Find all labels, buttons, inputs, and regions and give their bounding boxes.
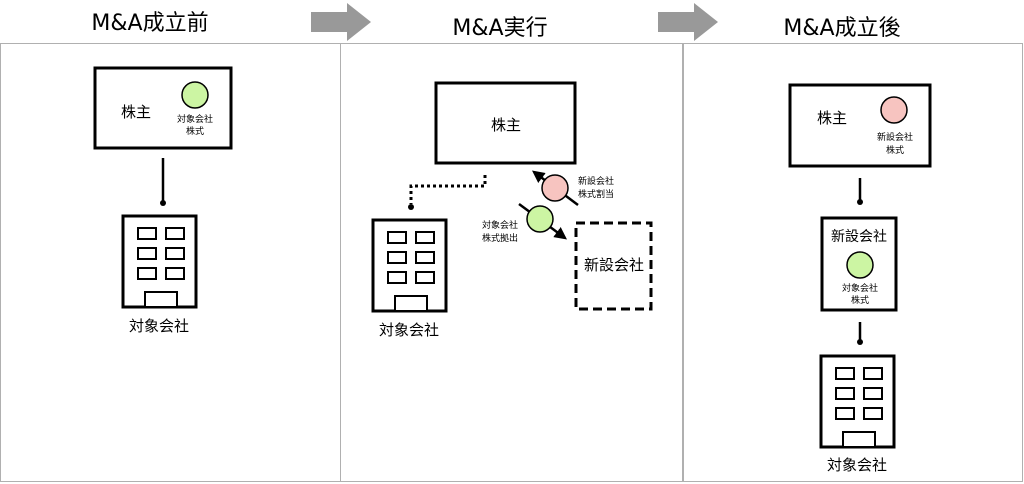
new-company-label-execution: 新設会社	[584, 256, 644, 274]
ownership-dot-after-bottom	[857, 339, 863, 345]
target-company-label-before: 対象会社	[129, 317, 189, 335]
process-arrow-icon-1	[311, 3, 371, 41]
target-shares-line1-before: 対象会社	[177, 113, 213, 125]
new-company-label-after: 新設会社	[831, 229, 887, 245]
shareholder-box-execution	[434, 81, 577, 165]
shareholder-label-after: 株主	[817, 109, 847, 127]
panel-execution	[340, 43, 683, 482]
header-after: M&A成立後	[783, 16, 900, 41]
building-icon-before	[121, 214, 198, 309]
share-circle-icon-contribution	[526, 205, 554, 233]
shareholder-label-before: 株主	[121, 103, 151, 121]
ownership-dot-before	[160, 200, 166, 206]
new-company-box-execution	[574, 221, 653, 311]
panel-after	[683, 43, 1023, 482]
shareholder-box-before	[93, 66, 233, 150]
target-shares-line1-after: 対象会社	[842, 282, 878, 294]
header-execution: M&A実行	[452, 16, 547, 41]
dotted-ownership-line	[409, 175, 487, 204]
target-company-label-execution: 対象会社	[379, 321, 439, 339]
new-shares-line1-after: 新設会社	[877, 131, 913, 143]
target-shares-line2-after: 株式	[851, 294, 869, 306]
process-arrow-icon-2	[658, 3, 718, 41]
share-circle-icon-allotment	[541, 174, 569, 202]
building-icon-execution	[371, 218, 448, 313]
shareholder-box-after	[788, 83, 932, 168]
contribution-line1: 対象会社	[482, 219, 518, 231]
allotment-line2: 株式割当	[578, 188, 614, 200]
share-circle-icon-before	[181, 81, 209, 109]
share-circle-icon-after-new	[880, 96, 908, 124]
ownership-dot-after-top	[857, 199, 863, 205]
new-shares-line2-after: 株式	[886, 144, 904, 156]
header-before: M&A成立前	[91, 11, 208, 36]
shareholder-label-execution: 株主	[491, 116, 521, 134]
allotment-line1: 新設会社	[578, 175, 614, 187]
share-circle-icon-after-target	[846, 251, 874, 279]
target-company-label-after: 対象会社	[827, 456, 887, 474]
ownership-dot-execution	[408, 204, 414, 210]
contribution-line2: 株式拠出	[482, 232, 518, 244]
target-shares-line2-before: 株式	[186, 125, 204, 137]
building-icon-after	[819, 354, 896, 449]
